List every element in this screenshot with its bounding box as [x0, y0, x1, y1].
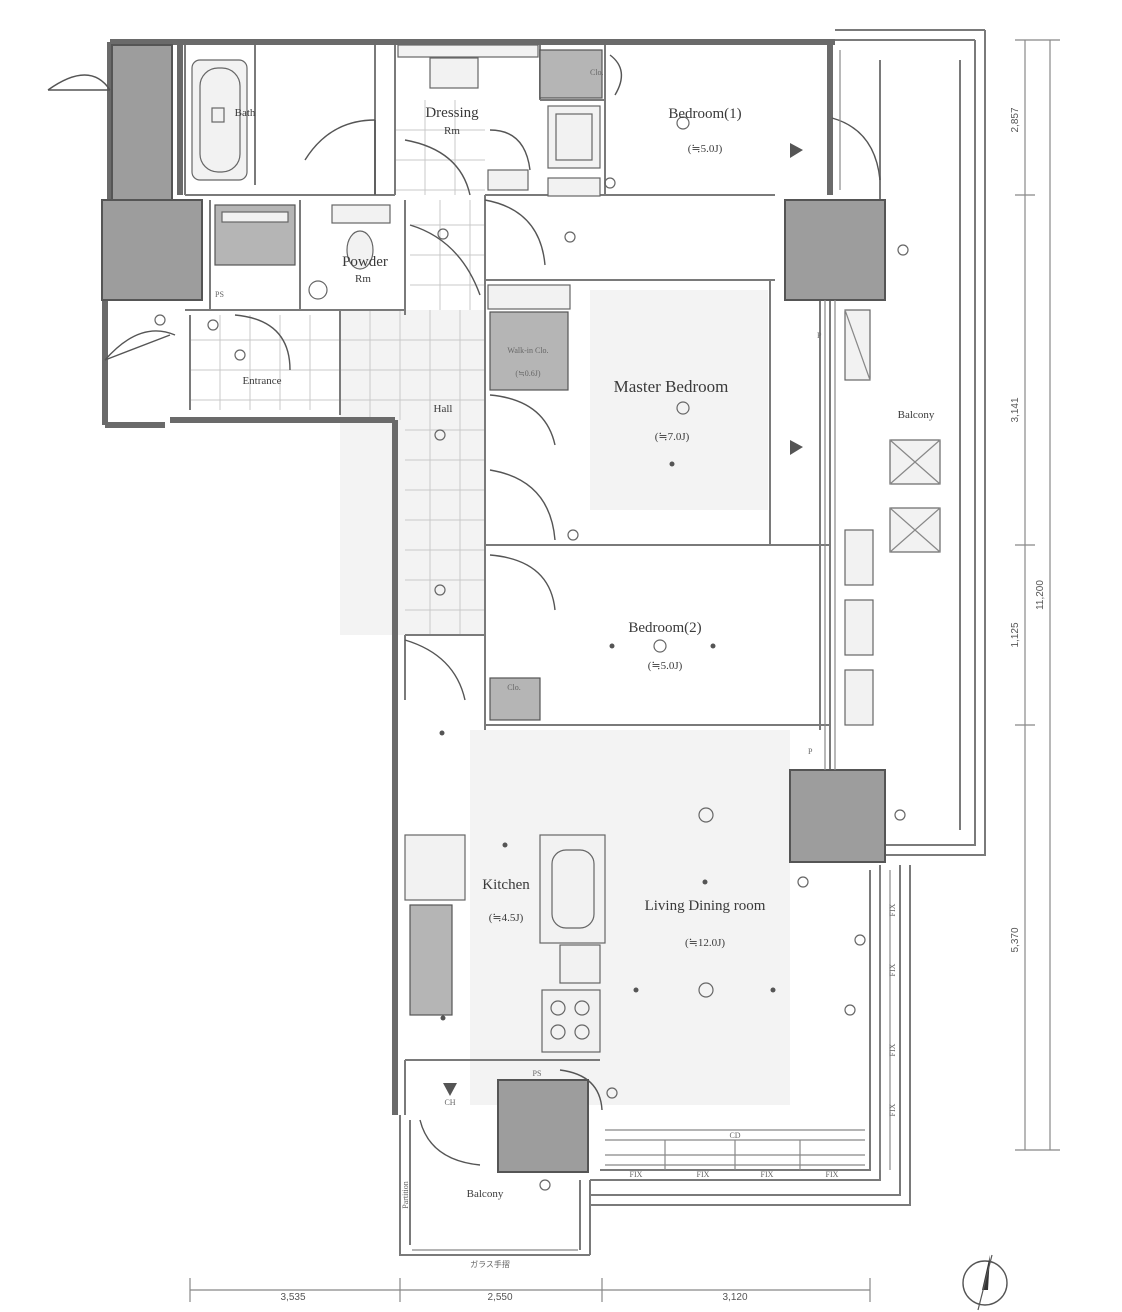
balcony-units	[844, 309, 941, 726]
ceiling-lights	[154, 116, 909, 1191]
dim-bottom-1: 3,535	[280, 1292, 305, 1303]
fix-window-4: FIX	[826, 1170, 839, 1179]
living-floor	[470, 730, 790, 1105]
column-south	[497, 1079, 589, 1173]
cd-label: CD	[729, 1131, 740, 1140]
bedroom2-size: (≒5.0J)	[648, 660, 683, 672]
powder-label: Powder	[342, 254, 388, 270]
column-east-south	[789, 769, 886, 863]
fix-window-1: FIX	[630, 1170, 643, 1179]
entrance-label: Entrance	[242, 375, 281, 387]
dim-bottom-2: 2,550	[487, 1292, 512, 1303]
walkin-size: (≒0.6J)	[515, 369, 540, 378]
ch-label: CH	[444, 1098, 455, 1107]
balcony-east-label: Balcony	[898, 409, 935, 421]
windows	[412, 50, 891, 1251]
dressing-label: Dressing	[425, 105, 479, 121]
fix-side-2: FIX	[888, 963, 897, 976]
walkin-closet-shelves	[487, 284, 571, 391]
hall-tile-grid	[340, 310, 484, 635]
kitchen-size: (≒4.5J)	[489, 912, 524, 924]
ps-label-entrance: PS	[215, 290, 224, 299]
balcony-south-label: Balcony	[467, 1188, 504, 1200]
living-dining-size: (≒12.0J)	[685, 937, 725, 949]
closet-label-bedroom1: Clo.	[590, 68, 604, 77]
dim-right-total: 11,200	[1035, 580, 1046, 610]
fix-side-4: FIX	[888, 1103, 897, 1116]
dim-right-2: 3,141	[1010, 397, 1021, 422]
dim-bottom-3: 3,120	[722, 1292, 747, 1303]
hall-label: Hall	[434, 403, 453, 415]
p-label-south: P	[808, 747, 813, 756]
kitchen-label: Kitchen	[482, 877, 530, 893]
closet-bedroom1	[487, 169, 601, 197]
dressing-tile-grid	[395, 100, 485, 310]
dim-right-3: 1,125	[1010, 622, 1021, 647]
washbasin-dressing	[397, 44, 539, 89]
powder-rm-label: Rm	[355, 273, 371, 285]
glass-handrail-label: ガラス手摺	[470, 1259, 510, 1269]
washing-machine	[539, 49, 603, 169]
bathtub	[191, 59, 248, 181]
column-east-north	[784, 199, 886, 301]
bedroom2-label: Bedroom(2)	[628, 620, 701, 636]
column-west	[101, 199, 203, 301]
master-bedroom-size: (≒7.0J)	[655, 431, 690, 443]
bedroom1-size: (≒5.0J)	[688, 143, 723, 155]
bedroom1-label: Bedroom(1)	[668, 106, 741, 122]
master-bedroom-floor	[590, 290, 768, 510]
master-bedroom-label: Master Bedroom	[614, 377, 729, 396]
fridge-cupboard	[404, 834, 466, 1016]
closet-bedroom2	[489, 677, 541, 721]
walkin-label: Walk-in Clo.	[507, 346, 548, 355]
dim-right-1: 2,857	[1010, 107, 1021, 132]
dressing-rm-label: Rm	[444, 125, 460, 137]
doors	[47, 54, 881, 1166]
fix-window-3: FIX	[761, 1170, 774, 1179]
dim-right-4: 5,370	[1010, 927, 1021, 952]
living-dining-label: Living Dining room	[645, 898, 766, 914]
powder-room-fixtures	[214, 204, 391, 300]
interior-walls	[184, 45, 831, 1115]
entrance-tile-grid	[190, 315, 340, 410]
partition-label: Partition	[401, 1181, 410, 1209]
ps-label-kitchen: PS	[533, 1069, 542, 1078]
bath-label: Bath	[235, 107, 256, 119]
entrance-storage-column	[111, 44, 173, 201]
p-label-north: P	[817, 331, 822, 340]
closet-label-bedroom2: Clo.	[507, 683, 521, 692]
kitchen-counter	[539, 834, 606, 1053]
fix-side-3: FIX	[888, 1043, 897, 1056]
north-arrow-icon	[962, 1254, 1008, 1311]
fix-side-1: FIX	[888, 903, 897, 916]
fix-window-2: FIX	[697, 1170, 710, 1179]
dimension-lines	[189, 39, 1060, 1302]
